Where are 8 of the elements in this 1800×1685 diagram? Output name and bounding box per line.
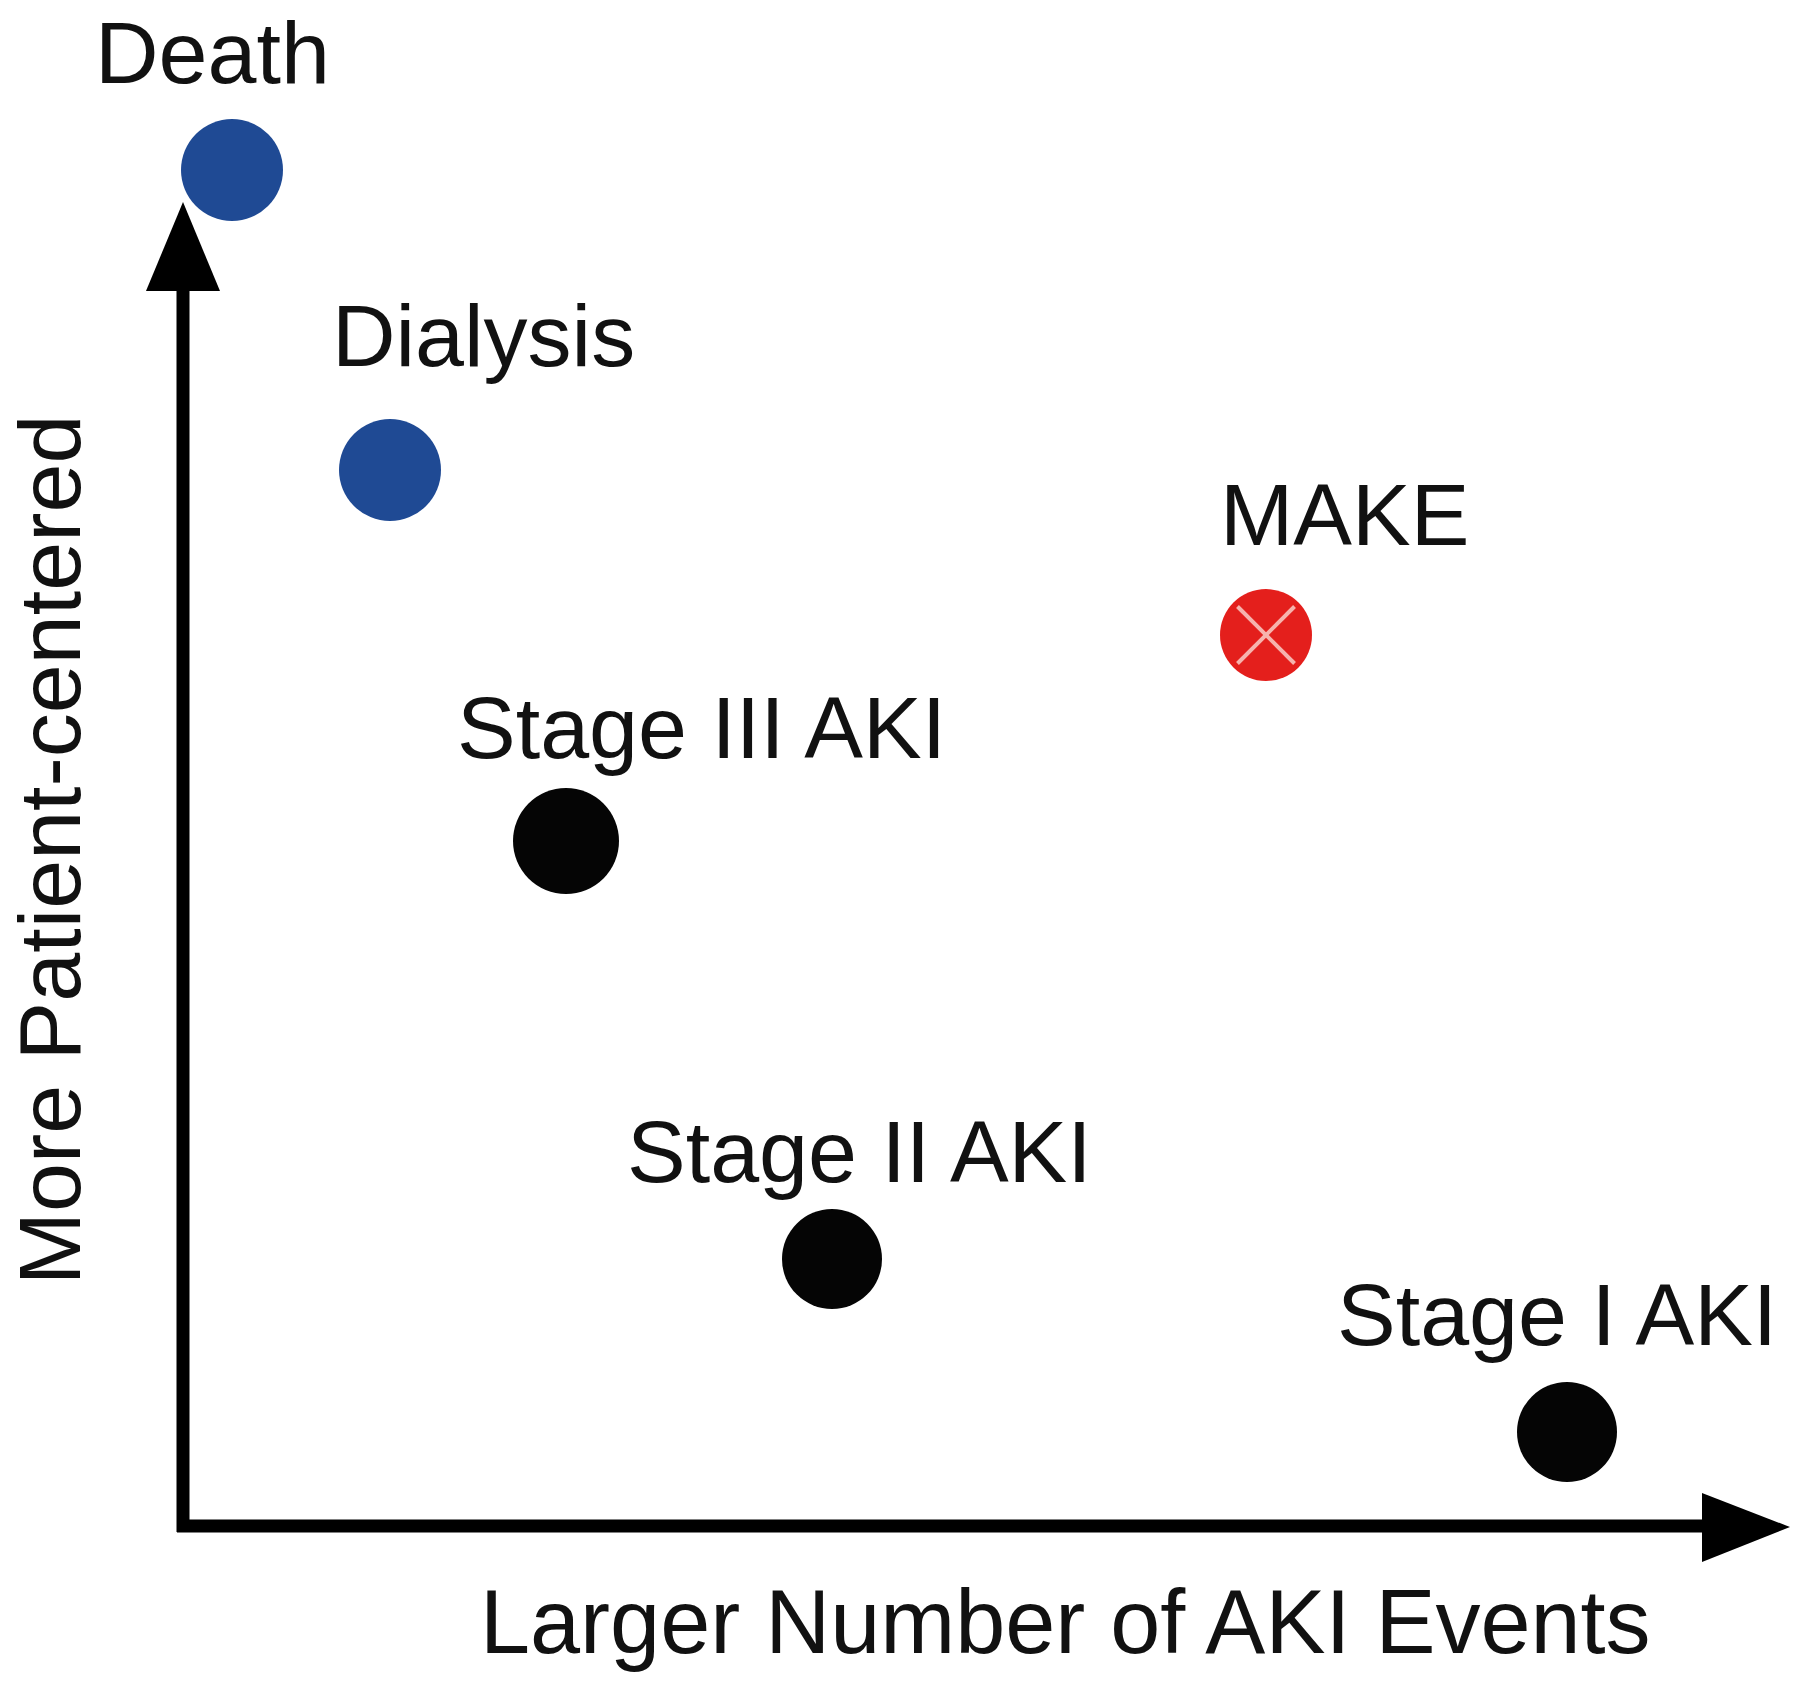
axis-title: More Patient-centered: [0, 414, 101, 1286]
point-label: Stage I AKI: [1337, 1264, 1778, 1366]
point-label: Death: [95, 2, 330, 104]
axis-title: Larger Number of AKI Events: [480, 1571, 1651, 1674]
point-label: MAKE: [1220, 464, 1470, 566]
point-label: Dialysis: [332, 285, 636, 387]
point-label: Stage II AKI: [627, 1101, 1092, 1203]
point-label: Stage III AKI: [457, 677, 947, 779]
